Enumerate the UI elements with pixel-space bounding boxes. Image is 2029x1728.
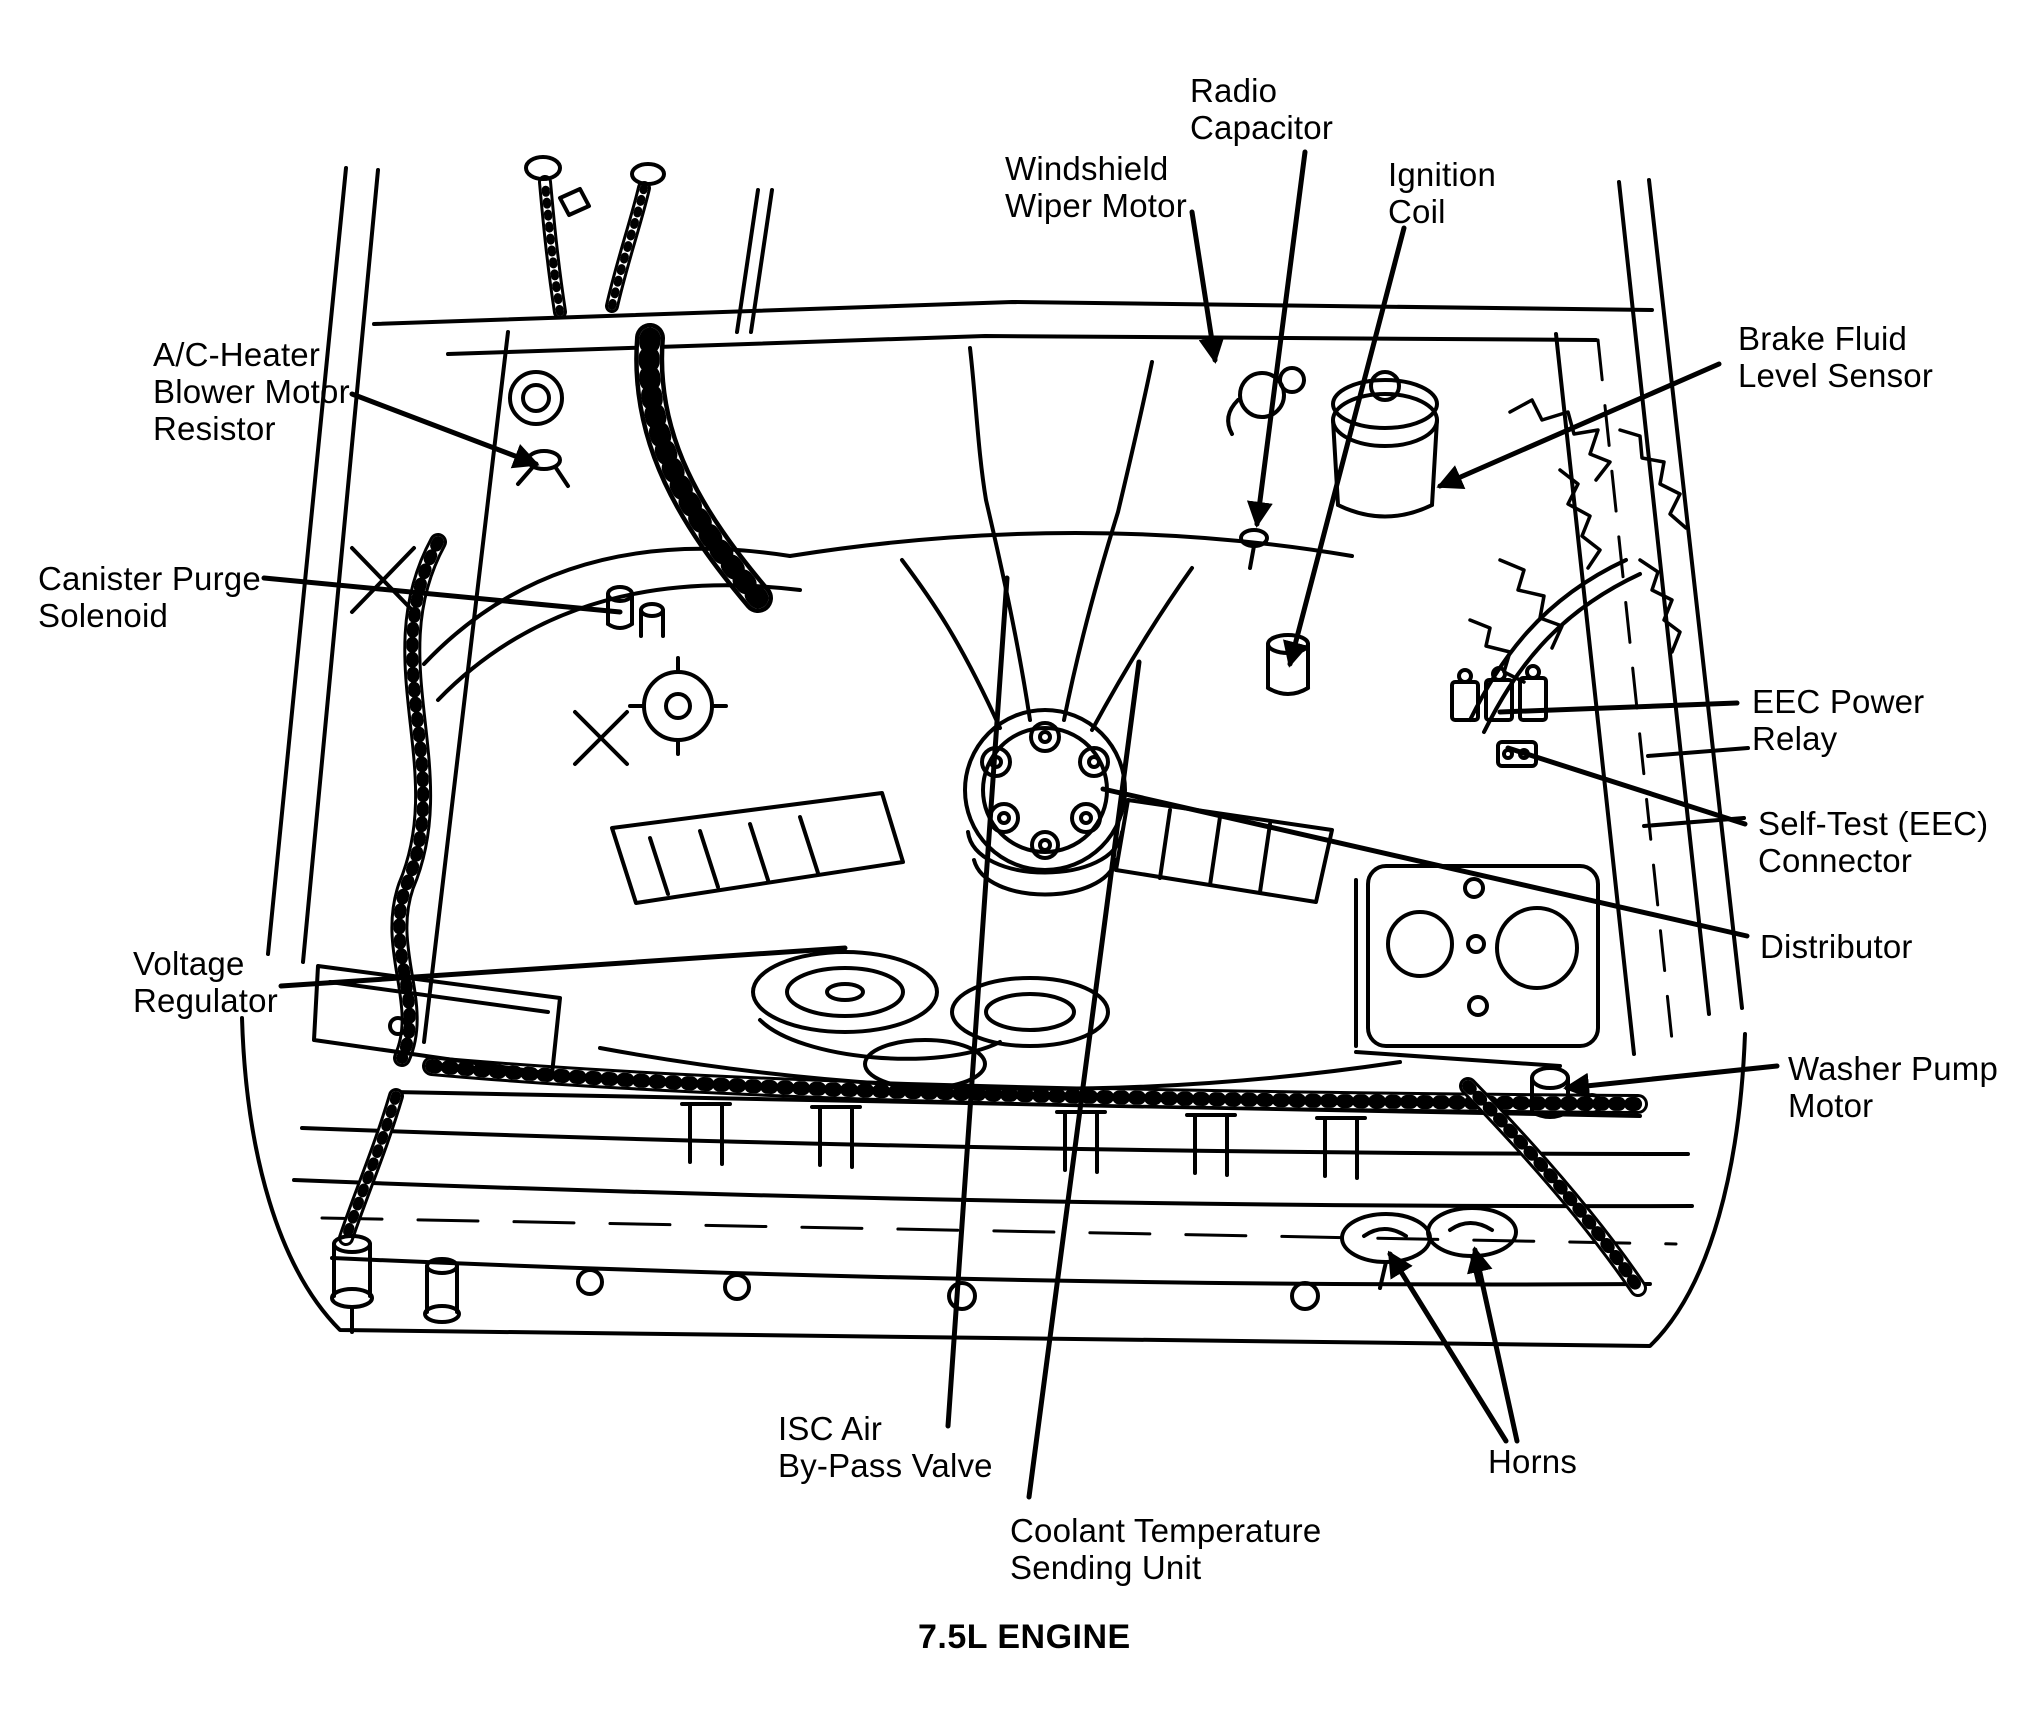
leader-washer-pump-motor: [1563, 1063, 1780, 1099]
label-ac-heater-blower-motor-resistor: A/C-Heater Blower Motor Resistor: [153, 336, 350, 447]
leader-canister-purge-solenoid: [261, 575, 623, 615]
label-washer-pump-motor: Washer Pump Motor: [1788, 1050, 1999, 1124]
leader-horn-left: [1387, 1250, 1509, 1444]
label-horns: Horns: [1488, 1443, 1578, 1480]
label-coolant-temperature-sending-unit: Coolant Temperature Sending Unit: [1010, 1512, 1322, 1586]
leader-windshield-wiper-motor: [1189, 209, 1225, 364]
leader-radio-capacitor: [1246, 149, 1308, 528]
label-radio-capacitor: Radio Capacitor: [1190, 72, 1334, 146]
label-isc-air-bypass-valve: ISC Air By-Pass Valve: [778, 1410, 993, 1484]
leader-coolant-temperature-sending-unit: [1026, 659, 1142, 1500]
label-eec-power-relay: EEC Power Relay: [1752, 683, 1925, 757]
label-voltage-regulator: Voltage Regulator: [133, 945, 278, 1019]
label-self-test-eec-connector: Self-Test (EEC) Connector: [1758, 805, 1989, 879]
leader-distributor: [1100, 786, 1750, 939]
leader-voltage-regulator: [278, 945, 848, 989]
label-canister-purge-solenoid: Canister Purge Solenoid: [38, 560, 261, 634]
leader-self-test-eec-connector: [1505, 745, 1748, 827]
leader-eec-power-relay: [1497, 700, 1740, 715]
leader-ignition-coil: [1283, 225, 1407, 668]
leader-horn-right: [1467, 1246, 1520, 1444]
label-distributor: Distributor: [1760, 928, 1913, 965]
engine-bay-art: [240, 155, 1750, 1348]
label-brake-fluid-level-sensor: Brake Fluid Level Sensor: [1738, 320, 1934, 394]
label-ignition-coil: Ignition Coil: [1388, 156, 1497, 230]
figure-caption: 7.5L ENGINE: [918, 1618, 1131, 1656]
label-windshield-wiper-motor: Windshield Wiper Motor: [1005, 150, 1187, 224]
leader-brake-fluid-level-sensor: [1436, 361, 1722, 490]
leader-isc-air-bypass-valve: [945, 575, 1010, 1429]
leader-ac-heater-blower-motor-resistor: [349, 391, 540, 469]
